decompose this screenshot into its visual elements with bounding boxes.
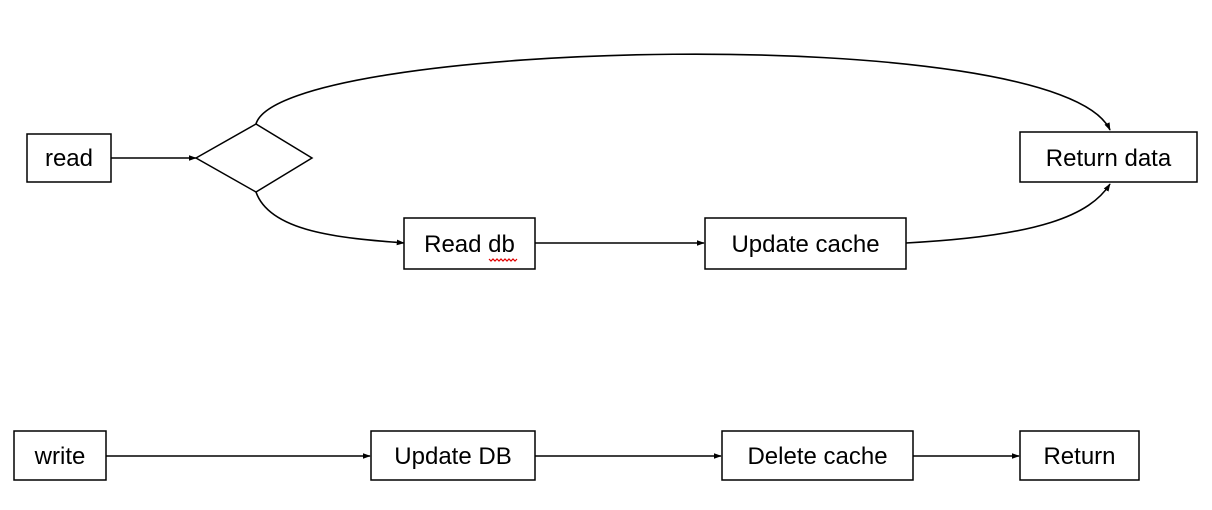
decision-diamond — [194, 123, 314, 193]
node-write: write — [13, 430, 107, 481]
node-update-cache-label: Update cache — [731, 231, 879, 258]
node-delete-cache-label: Delete cache — [747, 443, 887, 470]
node-update-db-label: Update DB — [394, 443, 511, 470]
node-return-label: Return — [1043, 443, 1115, 470]
node-read-db-label: Read db — [424, 231, 515, 258]
node-return-data: Return data — [1019, 131, 1198, 183]
edge-decision-to-read-db — [255, 191, 405, 246]
node-delete-cache: Delete cache — [721, 430, 914, 481]
node-update-cache: Update cache — [704, 217, 907, 270]
node-return-data-label: Return data — [1046, 145, 1172, 172]
node-write-label: write — [34, 443, 86, 470]
node-return: Return — [1019, 430, 1140, 481]
node-read-db: Read db — [403, 217, 536, 270]
edge-decision-to-return-data — [255, 53, 1111, 131]
edge-update-cache-to-return-data — [905, 183, 1111, 244]
node-read: read — [26, 133, 112, 183]
node-update-db: Update DB — [370, 430, 536, 481]
node-read-label: read — [45, 145, 93, 172]
spellcheck-underline — [488, 258, 518, 262]
